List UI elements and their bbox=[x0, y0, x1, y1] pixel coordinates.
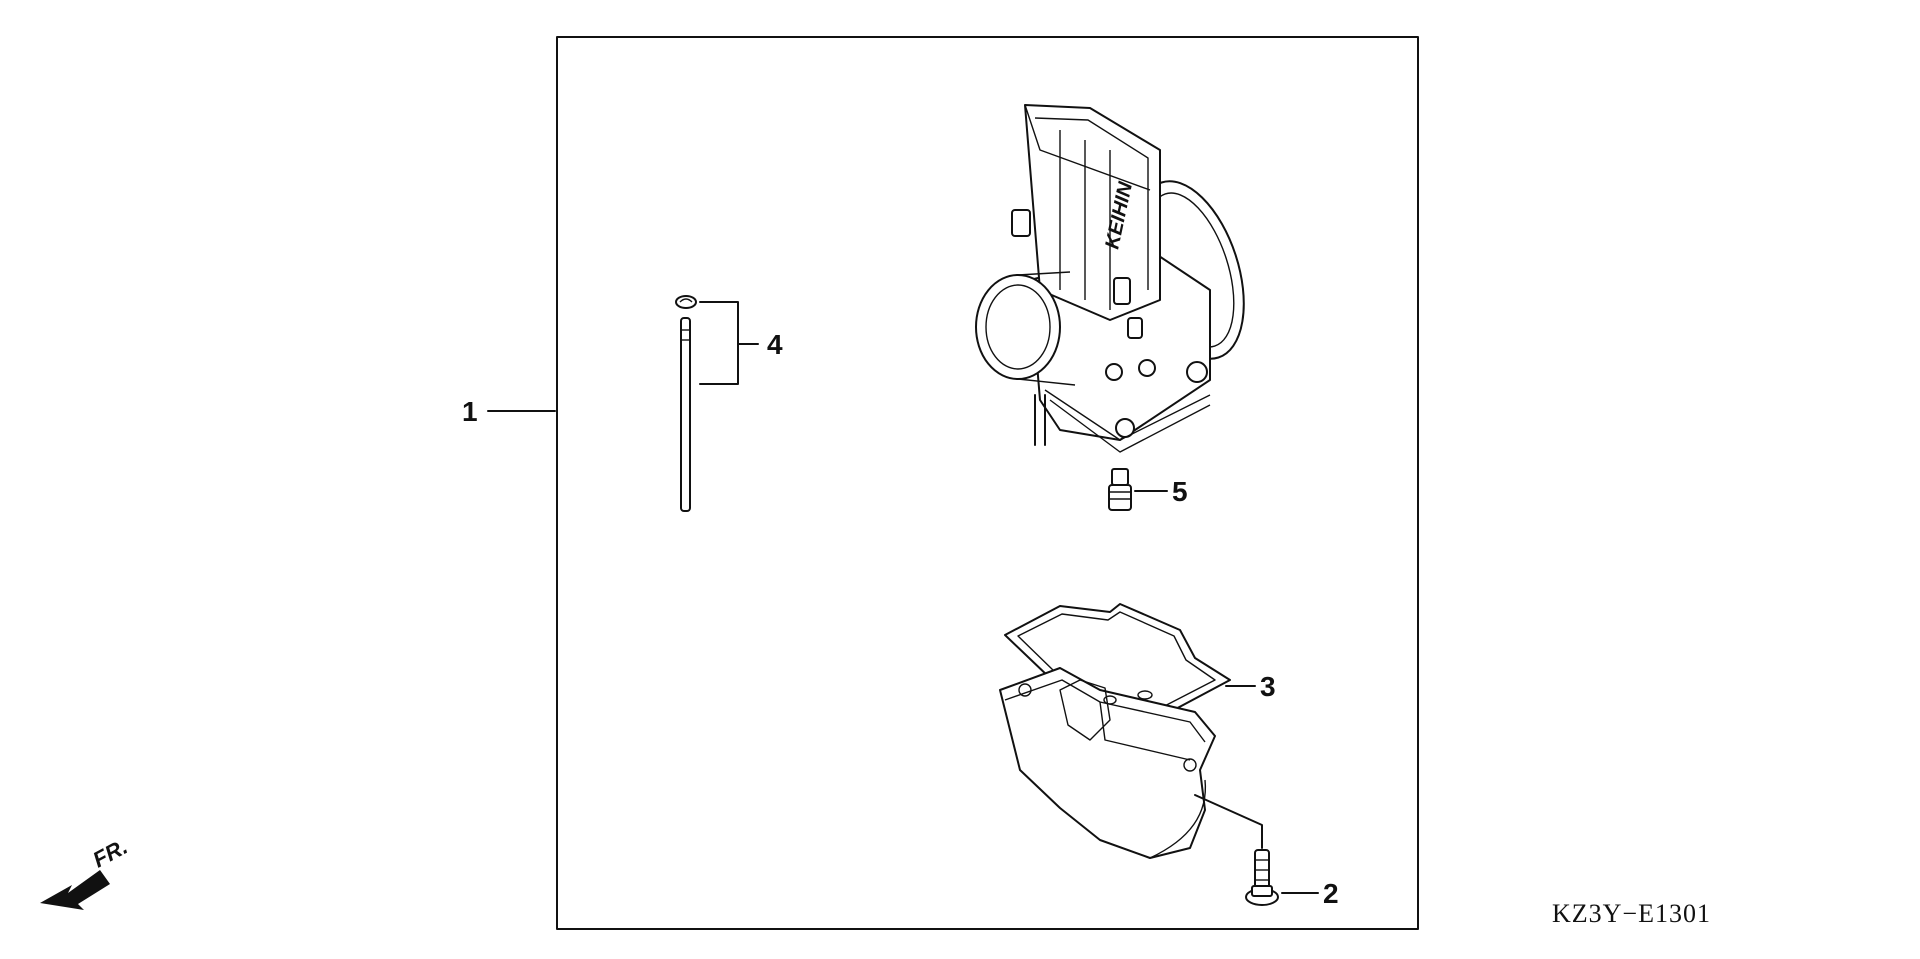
callout-4: 4 bbox=[699, 301, 783, 385]
front-indicator-label: FR. bbox=[89, 834, 132, 873]
bowl-screw-part bbox=[1194, 794, 1279, 906]
diagram-code: KZ3Y−E1301 bbox=[1552, 899, 1711, 928]
callout-3-label: 3 bbox=[1260, 671, 1276, 702]
jet-needle-part bbox=[675, 295, 697, 512]
carburetor-body: KEIHIN bbox=[975, 104, 1245, 453]
kit-boundary-box bbox=[556, 36, 1419, 930]
float-bowl bbox=[999, 667, 1216, 859]
front-arrow-icon bbox=[40, 870, 110, 910]
callout-2: 2 bbox=[1281, 878, 1339, 909]
callout-1: 1 bbox=[462, 396, 556, 427]
callout-1-label: 1 bbox=[462, 396, 478, 427]
callout-5: 5 bbox=[1134, 476, 1188, 507]
front-direction-indicator: FR. bbox=[40, 834, 132, 910]
callout-2-label: 2 bbox=[1323, 878, 1339, 909]
main-jet-part bbox=[1108, 468, 1132, 511]
callout-5-label: 5 bbox=[1172, 476, 1188, 507]
callout-4-label: 4 bbox=[767, 329, 783, 360]
callout-3: 3 bbox=[1225, 671, 1276, 702]
